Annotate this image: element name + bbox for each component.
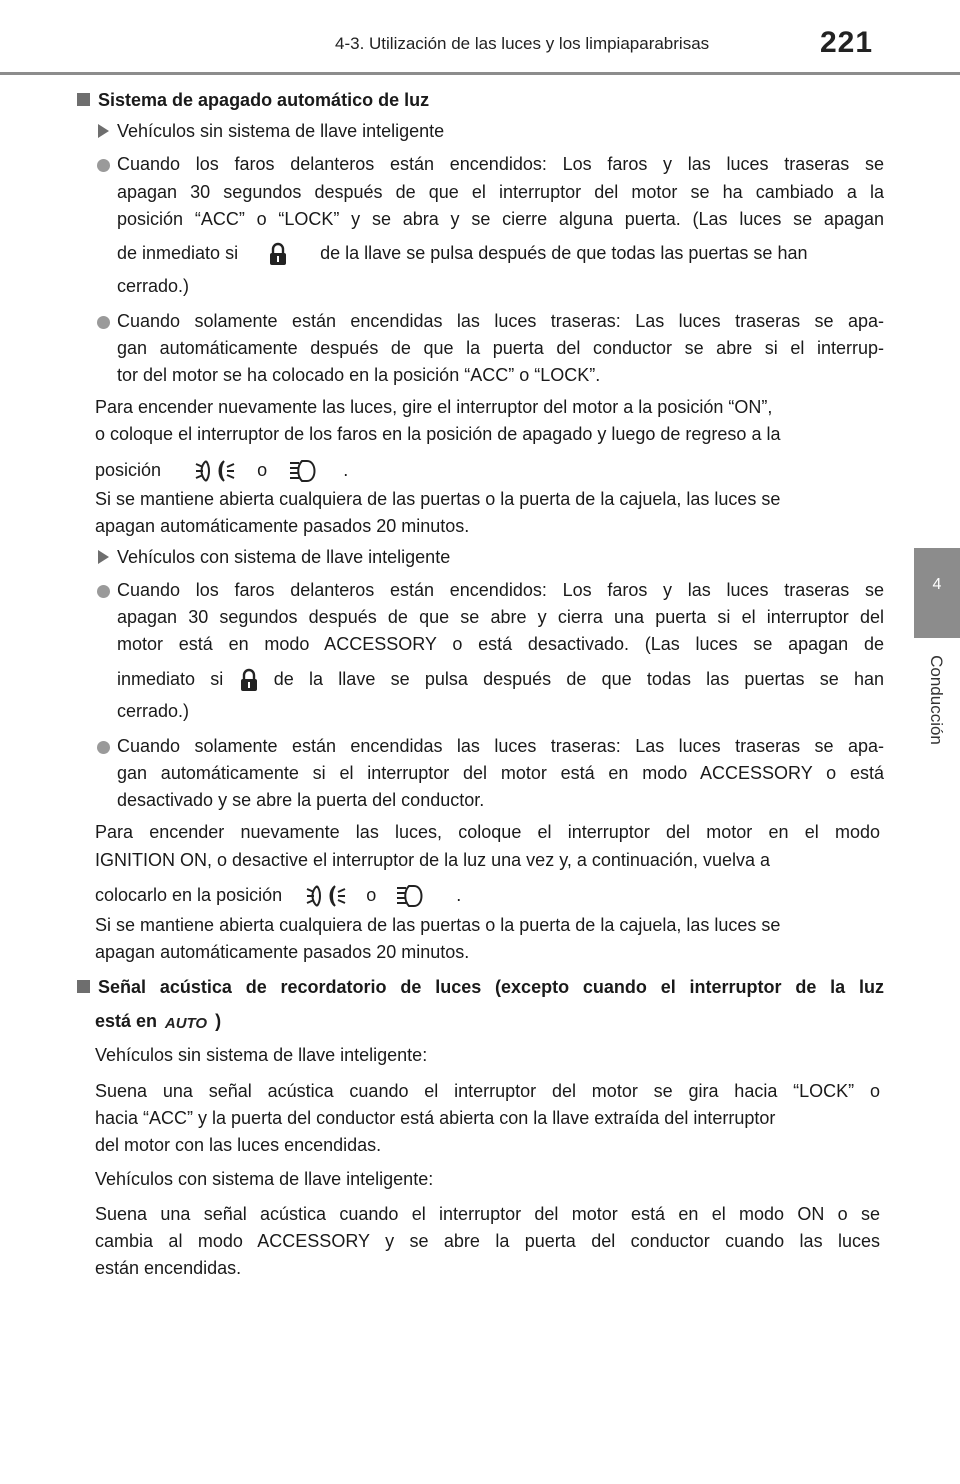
- text-line: Si se mantiene abierta cualquiera de las…: [95, 915, 781, 935]
- subheading: Vehículos con sistema de llave inteligen…: [98, 546, 450, 568]
- text-line: hacia “ACC” y la puerta del conductor es…: [95, 1108, 776, 1128]
- headlight-icon: [290, 460, 316, 482]
- text-line: Si se mantiene abierta cualquiera de las…: [95, 489, 781, 509]
- triangle-marker-icon: [98, 124, 109, 138]
- lock-icon: [270, 243, 287, 266]
- header-rule: [0, 72, 960, 75]
- text-line: desactivado y se abre la puerta del cond…: [117, 790, 485, 810]
- auto-icon: AUTO: [164, 1015, 208, 1032]
- text-line: apagan automáticamente pasados 20 minuto…: [95, 516, 470, 536]
- text-line: están encendidas.: [95, 1258, 242, 1278]
- section-heading: Señal acústica de recordatorio de luces …: [77, 976, 884, 998]
- header-title: 4-3. Utilización de las luces y los limp…: [335, 34, 710, 53]
- text-line: Suena una señal acústica cuando el inter…: [95, 1081, 880, 1101]
- text-line: Cuando los faros delanteros están encend…: [117, 154, 884, 174]
- page-number: 221: [820, 26, 874, 59]
- text-line: tor del motor se ha colocado en la posic…: [117, 365, 601, 385]
- lock-icon: [240, 669, 257, 692]
- text-line: posición o .: [95, 458, 348, 484]
- bullet-icon: [97, 741, 110, 754]
- section-heading-cont: está en AUTO ): [95, 1011, 222, 1033]
- text-line: cambia al modo ACCESSORY y se abre la pu…: [95, 1231, 880, 1251]
- subheading: Vehículos sin sistema de llave inteligen…: [98, 120, 444, 142]
- text-line: gan automáticamente después de que la pu…: [117, 338, 884, 358]
- section-heading: Sistema de apagado automático de luz: [77, 89, 429, 111]
- text-line: Suena una señal acústica cuando el inter…: [95, 1204, 880, 1224]
- text-line: apagan 30 segundos después de que el int…: [117, 182, 884, 202]
- tail-light-icon: [306, 885, 346, 907]
- tail-light-icon: [195, 460, 235, 482]
- text-line: Para encender nuevamente las luces, colo…: [95, 822, 880, 842]
- text-line: apagan 30 segundos después de que se abr…: [117, 607, 884, 627]
- bullet-icon: [97, 159, 110, 172]
- text-line: inmediato si de la llave se pulsa despué…: [117, 668, 884, 692]
- text-line: Para encender nuevamente las luces, gire…: [95, 397, 773, 417]
- text-line: gan automáticamente si el interruptor de…: [117, 763, 884, 783]
- headlight-icon: [397, 885, 423, 907]
- text-line: Cuando solamente están encendidas las lu…: [117, 311, 884, 331]
- text-line: de inmediato si de la llave se pulsa des…: [117, 242, 807, 266]
- bullet-icon: [97, 585, 110, 598]
- text-line: apagan automáticamente pasados 20 minuto…: [95, 942, 470, 962]
- text-line: cerrado.): [117, 701, 190, 721]
- text-line: colocarlo en la posición o .: [95, 883, 461, 909]
- triangle-marker-icon: [98, 550, 109, 564]
- text-line: IGNITION ON, o desactive el interruptor …: [95, 850, 770, 870]
- text-line: o coloque el interruptor de los faros en…: [95, 424, 781, 444]
- chapter-number: 4: [932, 576, 942, 593]
- chapter-label-text: Conducción: [927, 655, 946, 745]
- text-line: del motor con las luces encendidas.: [95, 1135, 382, 1155]
- text-line: motor está en modo ACCESSORY o está desa…: [117, 634, 884, 654]
- chapter-tab: 4: [914, 548, 960, 638]
- auto-icon-text: AUTO: [164, 1015, 208, 1032]
- text-line: posición “ACC” o “LOCK” y se abra y se c…: [117, 209, 884, 229]
- square-marker-icon: [77, 980, 90, 993]
- square-marker-icon: [77, 93, 90, 106]
- text-line: cerrado.): [117, 276, 190, 296]
- text-line: Cuando solamente están encendidas las lu…: [117, 736, 884, 756]
- bullet-icon: [97, 316, 110, 329]
- text-line: Vehículos con sistema de llave inteligen…: [95, 1169, 434, 1189]
- text-line: Cuando los faros delanteros están encend…: [117, 580, 884, 600]
- text-line: Vehículos sin sistema de llave inteligen…: [95, 1045, 428, 1065]
- chapter-label: Conducción: [912, 640, 960, 760]
